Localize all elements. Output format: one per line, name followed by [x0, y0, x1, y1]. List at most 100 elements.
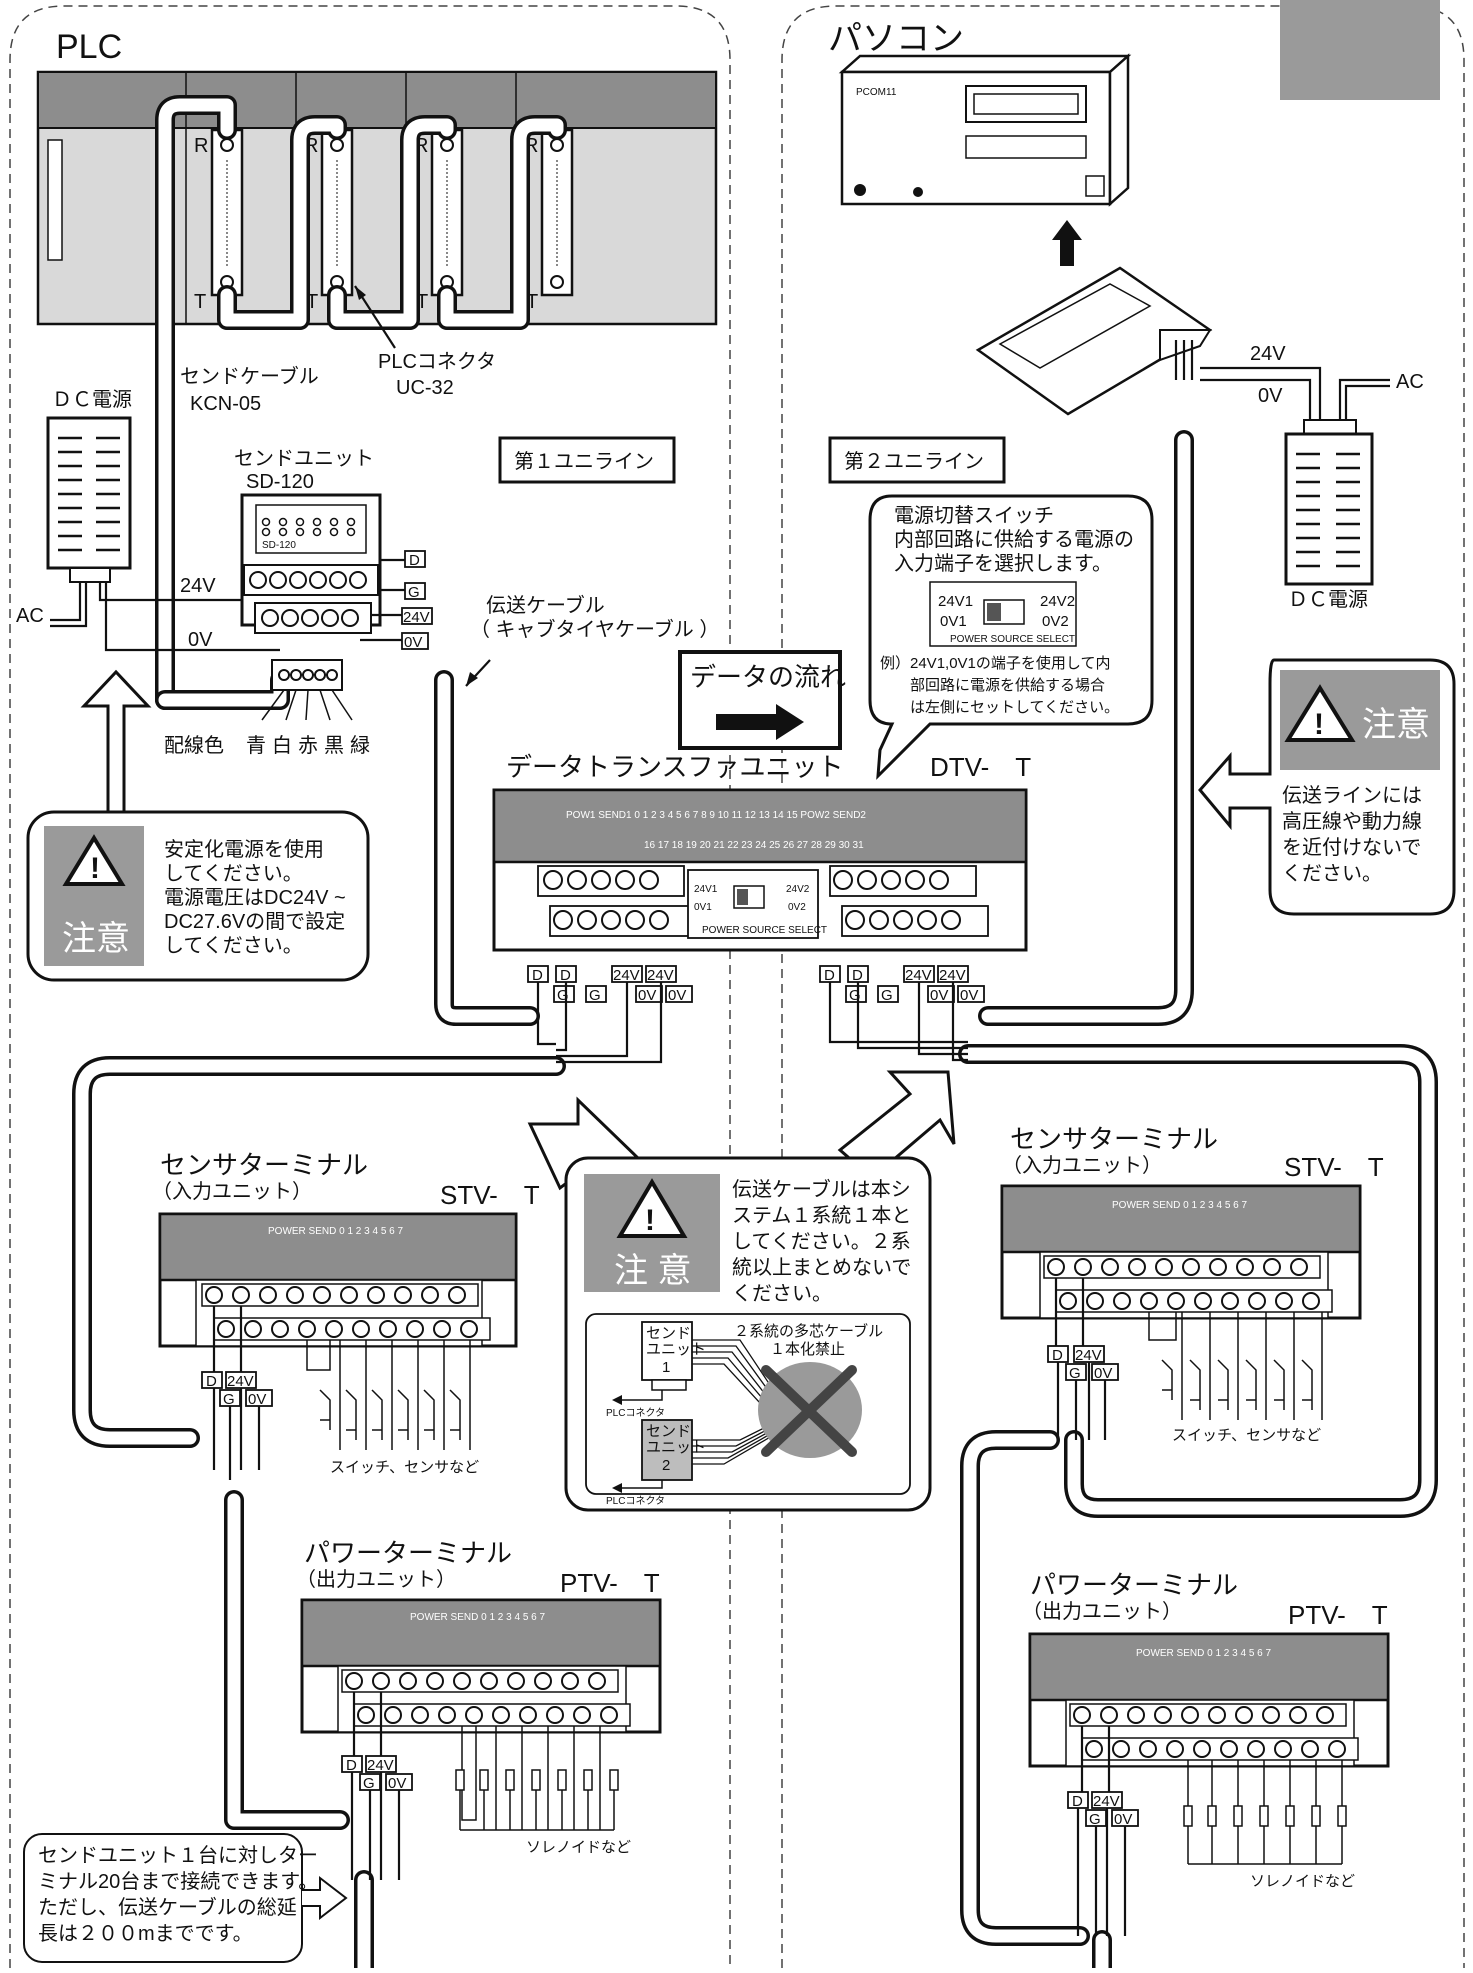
tag-24v: 24V	[367, 1757, 394, 1774]
plc-rack	[36, 70, 718, 326]
up-arrow-left	[80, 669, 152, 832]
caution-left-line: DC27.6Vの間で設定	[164, 910, 345, 933]
tag-g: G	[589, 987, 601, 1004]
right-arrow-icon	[716, 704, 804, 740]
power-right-solenoids	[1183, 1760, 1347, 1865]
bottom-note: センドユニット１台に対しター ミナル20台まで接続できます。 ただし、伝送ケーブ…	[23, 1833, 348, 1963]
sensor-left-bundle	[212, 1306, 261, 1480]
power-left-model: PTV- T	[560, 1568, 660, 1598]
tag-0v: 0V	[248, 1391, 266, 1408]
connector-t-label: T	[194, 291, 206, 313]
exclamation-icon: !	[90, 852, 100, 885]
caution-right-word: 注意	[1362, 706, 1430, 744]
power-right-model: PTV- T	[1288, 1600, 1388, 1630]
switch-label: POWER SOURCE SELECT	[950, 634, 1075, 645]
plc-connector: R T	[524, 128, 574, 313]
interface-board	[975, 266, 1213, 416]
ac-left-label: AC	[16, 605, 44, 627]
dtu-tags-right: D D 24V 24V G G 0V 0V	[819, 965, 985, 1004]
switch-24v1: 24V1	[938, 593, 973, 610]
wiring-color-red: 赤	[298, 734, 318, 757]
mini-unit-text: 2	[662, 1457, 670, 1474]
wiring-color-lines	[261, 689, 353, 721]
transmission-cable-label-1: 伝送ケーブル	[486, 593, 605, 617]
power-terminal-right: POWER SEND 0 1 2 3 4 5 6 7	[1028, 1632, 1390, 1768]
send-unit-2-mini: センド ユニット 2	[641, 1419, 706, 1481]
switch-24v2: 24V2	[1040, 593, 1075, 610]
tag-d: D	[824, 967, 835, 984]
power-left-sub: （出力ユニット）	[296, 1568, 456, 1591]
caution-right-line: 伝送ラインには	[1282, 784, 1422, 807]
dc-power-supply-left	[46, 416, 132, 583]
sensor-left-tags: D 24V G 0V	[201, 1371, 273, 1408]
tag-d: D	[409, 552, 420, 569]
caution-right: ! 注意 伝送ラインには 高圧線や動力線 を近付けないで ください。	[1198, 0, 1456, 916]
tag-d: D	[346, 1757, 357, 1774]
caution-center-line: してください。２系	[732, 1230, 911, 1253]
data-flow-box: データの流れ	[678, 650, 846, 750]
power-switch-callout: 電源切替スイッチ 内部回路に供給する電源の 入力端子を選択します。 24V1 0…	[868, 494, 1154, 780]
switch-0v1: 0V1	[694, 902, 712, 913]
tag-0v: 0V	[638, 987, 656, 1004]
tag-0v: 0V	[960, 987, 978, 1004]
wiring-color-black: 黒	[324, 735, 344, 757]
pc-v24-label: 24V	[1250, 343, 1286, 365]
caution-center-line: ステム１系統１本と	[732, 1204, 911, 1227]
wiring-color-label: 配線色	[164, 734, 224, 757]
power-left-title: パワーターミナル	[304, 1538, 512, 1568]
power-switch-example-line: 例）24V1,0V1の端子を使用して内	[880, 655, 1110, 672]
line1-label: 第１ユニライン	[514, 450, 654, 473]
personal-computer: PCOM11	[838, 53, 1132, 207]
switch-0v2: 0V2	[1042, 613, 1069, 630]
mini-unit-text: 1	[662, 1359, 670, 1376]
caution-left: ! 注意 安定化電源を使用 してください。 電源電圧はDC24V ~ DC27.…	[26, 810, 370, 982]
power-left-solenoids	[455, 1726, 619, 1831]
dtu-right-terminals	[829, 865, 989, 937]
send-unit-1-mini: センド ユニット 1	[641, 1321, 706, 1391]
caution-center-word: 注 意	[614, 1252, 691, 1290]
power-switch-note-line: 内部回路に供給する電源の	[894, 528, 1134, 551]
power-right-bundle	[1076, 1726, 1127, 1936]
dc-power-supply-right	[1284, 419, 1374, 586]
line1-box	[498, 436, 676, 484]
bottom-note-line: ミナル20台まで接続できます。	[38, 1870, 318, 1893]
caution-right-line: ください。	[1282, 863, 1382, 885]
right-arrow-icon	[302, 1875, 348, 1921]
power-switch-note-line: 電源切替スイッチ	[894, 504, 1054, 527]
power-right-caption: ソレノイドなど	[1250, 1873, 1355, 1890]
tag-d: D	[1052, 1347, 1063, 1364]
power-right-strip: POWER SEND 0 1 2 3 4 5 6 7	[1136, 1648, 1271, 1659]
dtu-bundle-wires	[536, 982, 968, 1064]
power-terminal-left: POWER SEND 0 1 2 3 4 5 6 7	[300, 1598, 662, 1734]
tag-d: D	[560, 967, 571, 984]
data-flow-label: データの流れ	[690, 662, 846, 692]
power-switch-example-line: は左側にセットしてください。	[880, 699, 1119, 716]
tag-24v: 24V	[613, 967, 640, 984]
dtu-tags-left: D D 24V 24V G G 0V 0V	[527, 965, 693, 1004]
tag-24v: 24V	[905, 967, 932, 984]
sensor-right-strip: POWER SEND 0 1 2 3 4 5 6 7	[1112, 1200, 1247, 1211]
send-unit-model: SD-120	[246, 471, 314, 493]
switch-24v1: 24V1	[694, 884, 718, 895]
tag-d: D	[852, 967, 863, 984]
caution-left-line: 安定化電源を使用	[164, 838, 324, 861]
dtu-power-switch[interactable]: 24V1 0V1 24V2 0V2 POWER SOURCE SELECT	[687, 869, 827, 939]
tag-24v: 24V	[403, 609, 430, 626]
tag-d: D	[206, 1373, 217, 1390]
wiring-color-blue: 青	[246, 734, 266, 757]
caution-center-line: 統以上まとめないで	[732, 1256, 911, 1279]
tag-g: G	[881, 987, 893, 1004]
power-right-tags: D 24V G 0V	[1067, 1791, 1139, 1828]
tag-0v: 0V	[930, 987, 948, 1004]
wiring-color-white: 白	[272, 734, 292, 757]
bottom-note-line: ただし、伝送ケーブルの総延	[38, 1895, 297, 1919]
switch-0v1: 0V1	[940, 613, 967, 630]
tag-d: D	[1072, 1793, 1083, 1810]
transmission-cable-label-2: （ キャブタイヤケーブル ）	[470, 617, 719, 641]
sensor-left-caption: スイッチ、センサなど	[330, 1459, 479, 1476]
prohibit-line-2: １本化禁止	[770, 1341, 845, 1358]
power-switch-note-line: 入力端子を選択します。	[894, 552, 1112, 575]
tag-g: G	[1089, 1811, 1101, 1828]
pc-v0-label: 0V	[1258, 385, 1283, 407]
